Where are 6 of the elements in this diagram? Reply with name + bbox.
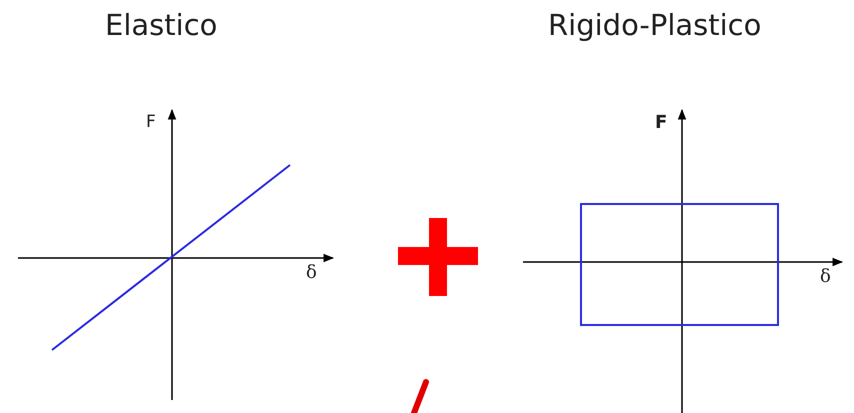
axis-label: δ [820,266,831,287]
axis-label: F [655,112,668,133]
panel-title: Elastico [105,8,218,42]
axis-label: F [146,112,156,132]
panel-title: Rigido-Plastico [548,8,762,42]
axis-label: δ [306,262,317,283]
